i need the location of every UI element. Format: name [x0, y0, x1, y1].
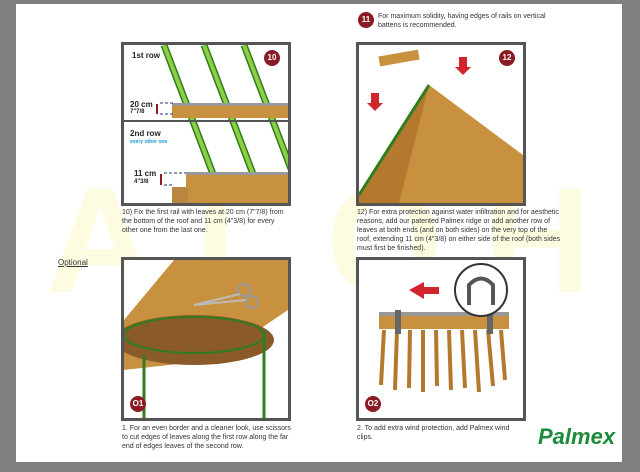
o1-caption: 1. For an even border and a cleaner look…: [122, 425, 291, 450]
palmex-logo: Palmex: [538, 424, 616, 449]
row2-label: 2nd row: [130, 129, 161, 138]
row1-label: 1st row: [132, 51, 161, 60]
rail-installation-illustration: [124, 45, 288, 203]
row1-measure-in: 7"7/8: [130, 109, 145, 115]
panel-optional-2: O2: [356, 257, 526, 421]
step10-caption: 10) Fix the first rail with leaves at 20…: [122, 209, 284, 234]
step12-caption: 12) For extra protection against water i…: [357, 209, 561, 252]
panel-step-12: 12: [356, 42, 526, 206]
step-badge: 12: [499, 50, 515, 66]
scissors-trim-illustration: [124, 260, 288, 418]
step-badge: O1: [130, 396, 146, 412]
row1-measure-cm: 20 cm: [130, 100, 153, 109]
row2-note: every other one: [130, 139, 168, 145]
row2-measure-in: 4"3/8: [134, 179, 149, 185]
panel-step-10: 1st row 20 cm 7"7/8 2nd row every other …: [121, 42, 291, 206]
step-badge: O2: [365, 396, 381, 412]
step-badge: 10: [264, 50, 280, 66]
row2-measure-cm: 11 cm: [134, 169, 157, 178]
scissors-icon: [193, 283, 259, 309]
step-badge: 11: [358, 12, 374, 28]
panel-optional-1: O1: [121, 257, 291, 421]
optional-heading: Optional: [58, 258, 88, 267]
wind-clip-illustration: [379, 263, 509, 393]
document-page: ALOHA 1st row 20 cm 7"7/8 2nd row every …: [16, 4, 622, 462]
o2-caption: 2. To add extra wind protection, add Pal…: [357, 425, 510, 441]
roof-ridge-illustration: [359, 49, 523, 203]
step11-text: For maximum solidity, having edges of ra…: [378, 13, 546, 29]
